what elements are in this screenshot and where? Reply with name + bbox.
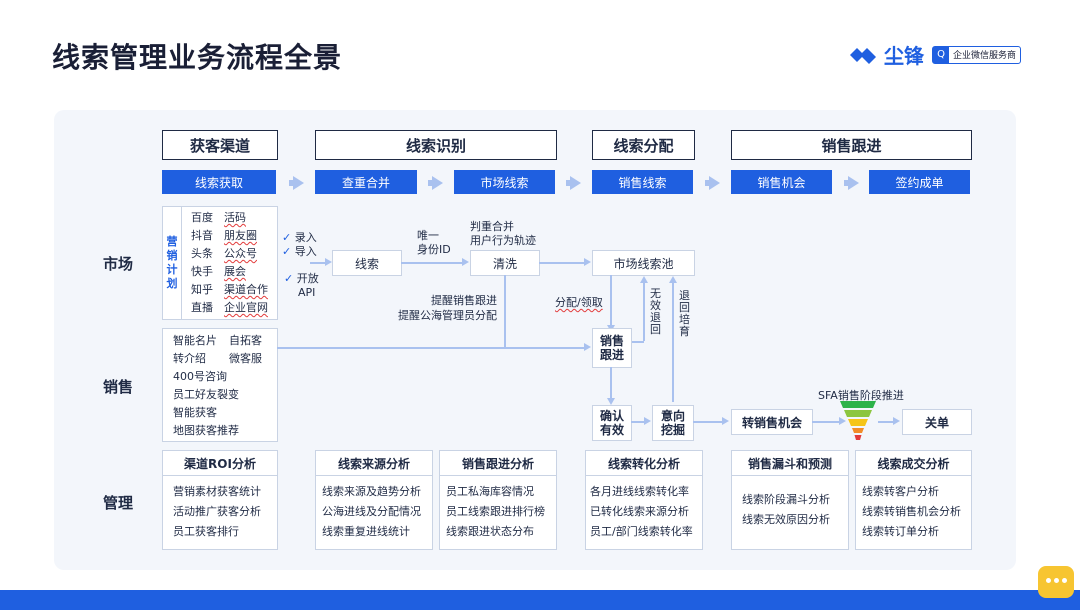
- brand-logo-icon: [850, 47, 876, 64]
- flow-dedupe-merge: 查重合并: [315, 170, 417, 194]
- connector-line: [610, 275, 612, 327]
- brand-badge: Q 企业微信服务商: [932, 45, 1022, 64]
- annot-unique-id: 唯一身份ID: [417, 229, 451, 256]
- connector-line: [643, 282, 645, 341]
- stage-assignment: 线索分配: [592, 130, 695, 160]
- check-icon: ✓: [282, 245, 292, 258]
- connector-line: [812, 421, 840, 423]
- arrowhead-icon: [607, 398, 615, 405]
- connector-line: [631, 421, 645, 423]
- brand-name: 尘锋: [884, 44, 924, 68]
- arrowhead-icon: [584, 258, 591, 266]
- wecom-icon: Q: [933, 46, 949, 63]
- annot-invalid-return: 无效退回: [650, 287, 661, 336]
- row-label-sales: 销售: [103, 378, 134, 396]
- connector-line: [277, 347, 585, 349]
- input-import: ✓ 导入: [282, 245, 317, 258]
- mgmt-sales-funnel: 销售漏斗和预测 线索阶段漏斗分析线索无效原因分析: [731, 450, 849, 550]
- flow-clue-acquire: 线索获取: [162, 170, 276, 194]
- annot-judge-merge: 判重合并用户行为轨迹: [470, 220, 536, 247]
- connector-line: [539, 262, 585, 264]
- flow-arrow-icon: [844, 176, 859, 190]
- connector-line: [878, 421, 894, 423]
- node-intent-mining: 意向挖掘: [652, 405, 694, 441]
- flow-arrow-icon: [428, 176, 443, 190]
- arrowhead-icon: [640, 276, 648, 283]
- mgmt-channel-roi: 渠道ROI分析 营销素材获客统计活动推广获客分析员工获客排行: [162, 450, 278, 550]
- brand-logo: 尘锋 Q 企业微信服务商: [848, 40, 1022, 69]
- marketing-channels-left: 百度 抖音 头条 快手 知乎 直播: [191, 211, 213, 314]
- mgmt-sales-follow: 销售跟进分析 员工私海库容情况员工线索跟进排行榜线索跟进状态分布: [439, 450, 557, 550]
- flow-market-clue: 市场线索: [454, 170, 555, 194]
- connector-line: [693, 421, 723, 423]
- stage-followup: 销售跟进: [731, 130, 972, 160]
- node-to-opportunity: 转销售机会: [731, 409, 813, 435]
- stage-identification: 线索识别: [315, 130, 557, 160]
- footer-bar: [0, 590, 1080, 610]
- arrowhead-icon: [644, 417, 651, 425]
- flow-sales-clue: 销售线索: [592, 170, 693, 194]
- check-icon: ✓: [284, 272, 294, 285]
- flow-arrow-icon: [566, 176, 581, 190]
- connector-line: [672, 282, 674, 402]
- stage-acquisition: 获客渠道: [162, 130, 278, 160]
- mgmt-clue-conversion: 线索转化分析 各月进线线索转化率已转化线索来源分析员工/部门线索转化率: [585, 450, 703, 550]
- brand-badge-text: 企业微信服务商: [953, 51, 1017, 61]
- marketing-plan-label: 营 销 计 划: [163, 207, 182, 319]
- arrowhead-icon: [722, 417, 729, 425]
- node-market-pool: 市场线索池: [592, 250, 695, 276]
- annot-remind: 提醒销售跟进提醒公海管理员分配: [398, 294, 497, 322]
- connector-line: [610, 367, 612, 399]
- node-clean: 清洗: [470, 250, 540, 276]
- arrowhead-icon: [462, 258, 469, 266]
- input-manual: ✓ 录入: [282, 231, 317, 244]
- node-clue: 线索: [332, 250, 402, 276]
- flow-arrow-icon: [289, 176, 304, 190]
- arrowhead-icon: [893, 417, 900, 425]
- marketing-channels-right: 活码 朋友圈 公众号 展会 渠道合作 企业官网: [224, 211, 268, 314]
- arrowhead-icon: [325, 258, 332, 266]
- page-title: 线索管理业务流程全景: [52, 41, 343, 74]
- sales-funnel-icon: [840, 401, 876, 440]
- connector-line: [630, 341, 644, 343]
- sales-sources-box: 智能名片自拓客 转介绍微客服 400号咨询 员工好友裂变 智能获客 地图获客推荐: [162, 328, 278, 442]
- flow-signed-deal: 签约成单: [869, 170, 970, 194]
- node-close-deal: 关单: [902, 409, 972, 435]
- arrowhead-icon: [839, 417, 846, 425]
- chat-bubble-icon[interactable]: [1038, 566, 1074, 598]
- arrowhead-icon: [669, 276, 677, 283]
- connector-line: [401, 262, 463, 264]
- annot-assign: 分配/领取: [555, 296, 603, 309]
- row-label-manage: 管理: [103, 494, 134, 512]
- flow-sales-opportunity: 销售机会: [731, 170, 832, 194]
- arrowhead-icon: [584, 343, 591, 351]
- mgmt-clue-source: 线索来源分析 线索来源及趋势分析公海进线及分配情况线索重复进线统计: [315, 450, 433, 550]
- node-confirm-valid: 确认有效: [592, 405, 632, 441]
- connector-line: [504, 275, 506, 347]
- connector-line: [310, 262, 328, 264]
- mgmt-clue-deal: 线索成交分析 线索转客户分析线索转销售机会分析线索转订单分析: [855, 450, 972, 550]
- annot-sfa: SFA销售阶段推进: [818, 389, 904, 402]
- marketing-plan-box: 营 销 计 划 百度 抖音 头条 快手 知乎 直播 活码 朋友圈 公众号 展会 …: [162, 206, 278, 320]
- annot-return-cultivate: 退回培育: [679, 289, 690, 338]
- flow-arrow-icon: [705, 176, 720, 190]
- node-sales-follow: 销售跟进: [592, 328, 632, 368]
- check-icon: ✓: [282, 231, 292, 244]
- row-label-market: 市场: [103, 255, 134, 273]
- sales-sources-list: 智能名片自拓客 转介绍微客服 400号咨询 员工好友裂变 智能获客 地图获客推荐: [173, 334, 262, 437]
